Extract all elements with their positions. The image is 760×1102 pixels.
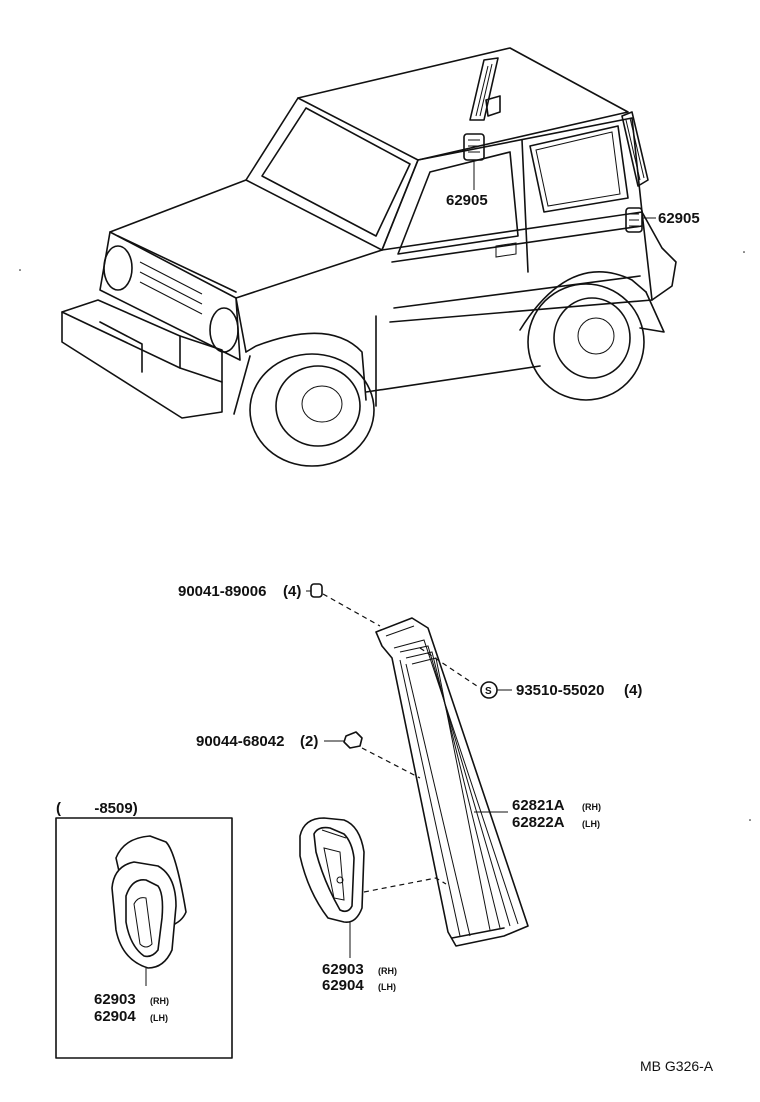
nut-part <box>343 731 363 749</box>
label-inset-handle-rh-tag: (RH) <box>150 996 169 1006</box>
label-handle-lh: 62904 <box>322 977 364 994</box>
label-nut: 90044-68042 <box>196 733 284 750</box>
label-nut-qty: (2) <box>300 733 318 750</box>
label-handle-lh-tag: (LH) <box>378 982 396 992</box>
label-clip-qty: (4) <box>283 583 301 600</box>
label-inset-handle-rh: 62903 <box>94 991 136 1008</box>
label-garnish-rh: 62821A <box>512 797 565 814</box>
clip-part <box>310 583 323 598</box>
label-pillar-vent: 62905 <box>446 192 488 209</box>
inset-handle-bezel <box>111 835 187 969</box>
label-screw: 93510-55020 <box>516 682 604 699</box>
vehicle-illustration <box>61 47 677 467</box>
door-handle-bezel <box>299 817 365 924</box>
label-garnish-lh: 62822A <box>512 814 565 831</box>
label-rear-vent: 62905 <box>658 210 700 227</box>
inset-header: ( -8509) <box>56 800 138 817</box>
label-clip: 90041-89006 <box>178 583 266 600</box>
label-inset-handle-lh: 62904 <box>94 1008 136 1025</box>
pillar-garnish <box>375 617 529 947</box>
inset-frame <box>55 817 233 1059</box>
diagram-code: MB G326-A <box>640 1058 714 1074</box>
label-inset-handle-lh-tag: (LH) <box>150 1013 168 1023</box>
screw-symbol-letter: S <box>485 686 492 697</box>
label-garnish-lh-tag: (LH) <box>582 819 600 829</box>
label-handle-rh: 62903 <box>322 961 364 978</box>
label-handle-rh-tag: (RH) <box>378 966 397 976</box>
rear-vent <box>625 207 643 233</box>
label-garnish-rh-tag: (RH) <box>582 802 601 812</box>
label-screw-qty: (4) <box>624 682 642 699</box>
